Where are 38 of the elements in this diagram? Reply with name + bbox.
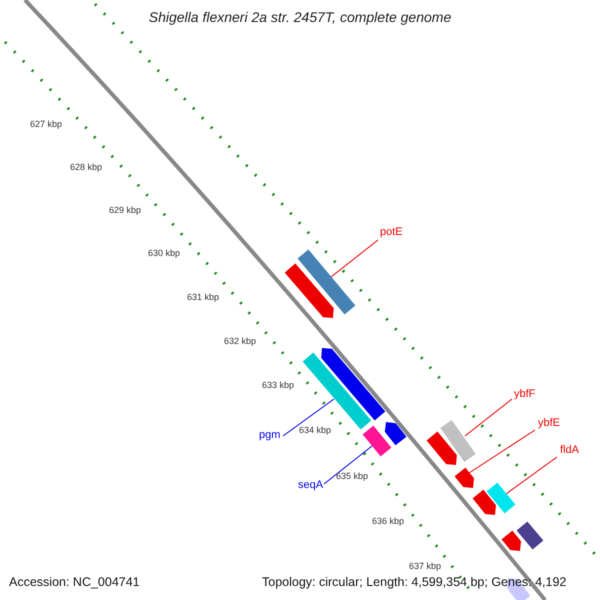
gene-label: seqA bbox=[298, 479, 324, 491]
gene-feature bbox=[321, 348, 386, 420]
gene-feature bbox=[426, 432, 457, 465]
leader-line bbox=[282, 398, 334, 436]
tick-label: 634 kbp bbox=[299, 425, 332, 435]
tick-label: 627 kbp bbox=[30, 119, 62, 129]
tick-label: 631 kbp bbox=[187, 292, 220, 302]
tick-label: 635 kbp bbox=[336, 471, 368, 481]
accession-text: Accession: NC_004741 bbox=[9, 575, 140, 589]
gene-feature bbox=[516, 522, 544, 550]
leader-line bbox=[324, 446, 372, 484]
leader-line bbox=[468, 430, 536, 474]
gene-feature bbox=[454, 468, 474, 488]
gene-feature bbox=[502, 530, 521, 551]
tick-label: 632 kbp bbox=[224, 336, 256, 346]
gene-label: fldA bbox=[560, 444, 579, 456]
tick-label: 637 kbp bbox=[409, 561, 442, 571]
tick-label: 630 kbp bbox=[148, 248, 180, 258]
gene-feature bbox=[362, 426, 392, 456]
gene-feature bbox=[298, 250, 356, 314]
tick-label: 636 kbp bbox=[372, 516, 404, 526]
gene-feature bbox=[486, 482, 516, 514]
genome-summary: Topology: circular; Length: 4,599,354 bp; Genes: 4,192 bbox=[262, 575, 566, 589]
gene-feature bbox=[384, 422, 406, 446]
tick-label: 633 kbp bbox=[262, 380, 294, 390]
gene-feature bbox=[472, 490, 496, 515]
gene-feature bbox=[284, 263, 334, 318]
gene-label: potE bbox=[380, 226, 403, 238]
gene-label: pgm bbox=[259, 429, 280, 441]
leader-line bbox=[330, 240, 378, 278]
title: Shigella flexneri 2a str. 2457T, complete genome bbox=[148, 9, 452, 25]
tick-label: 628 kbp bbox=[70, 162, 102, 172]
gene-feature bbox=[440, 420, 476, 462]
tick-label: 629 kbp bbox=[109, 205, 142, 215]
leader-line bbox=[464, 398, 512, 436]
leader-line bbox=[506, 456, 558, 494]
gene-label: ybfF bbox=[514, 388, 536, 400]
gene-label: ybfE bbox=[538, 417, 560, 429]
